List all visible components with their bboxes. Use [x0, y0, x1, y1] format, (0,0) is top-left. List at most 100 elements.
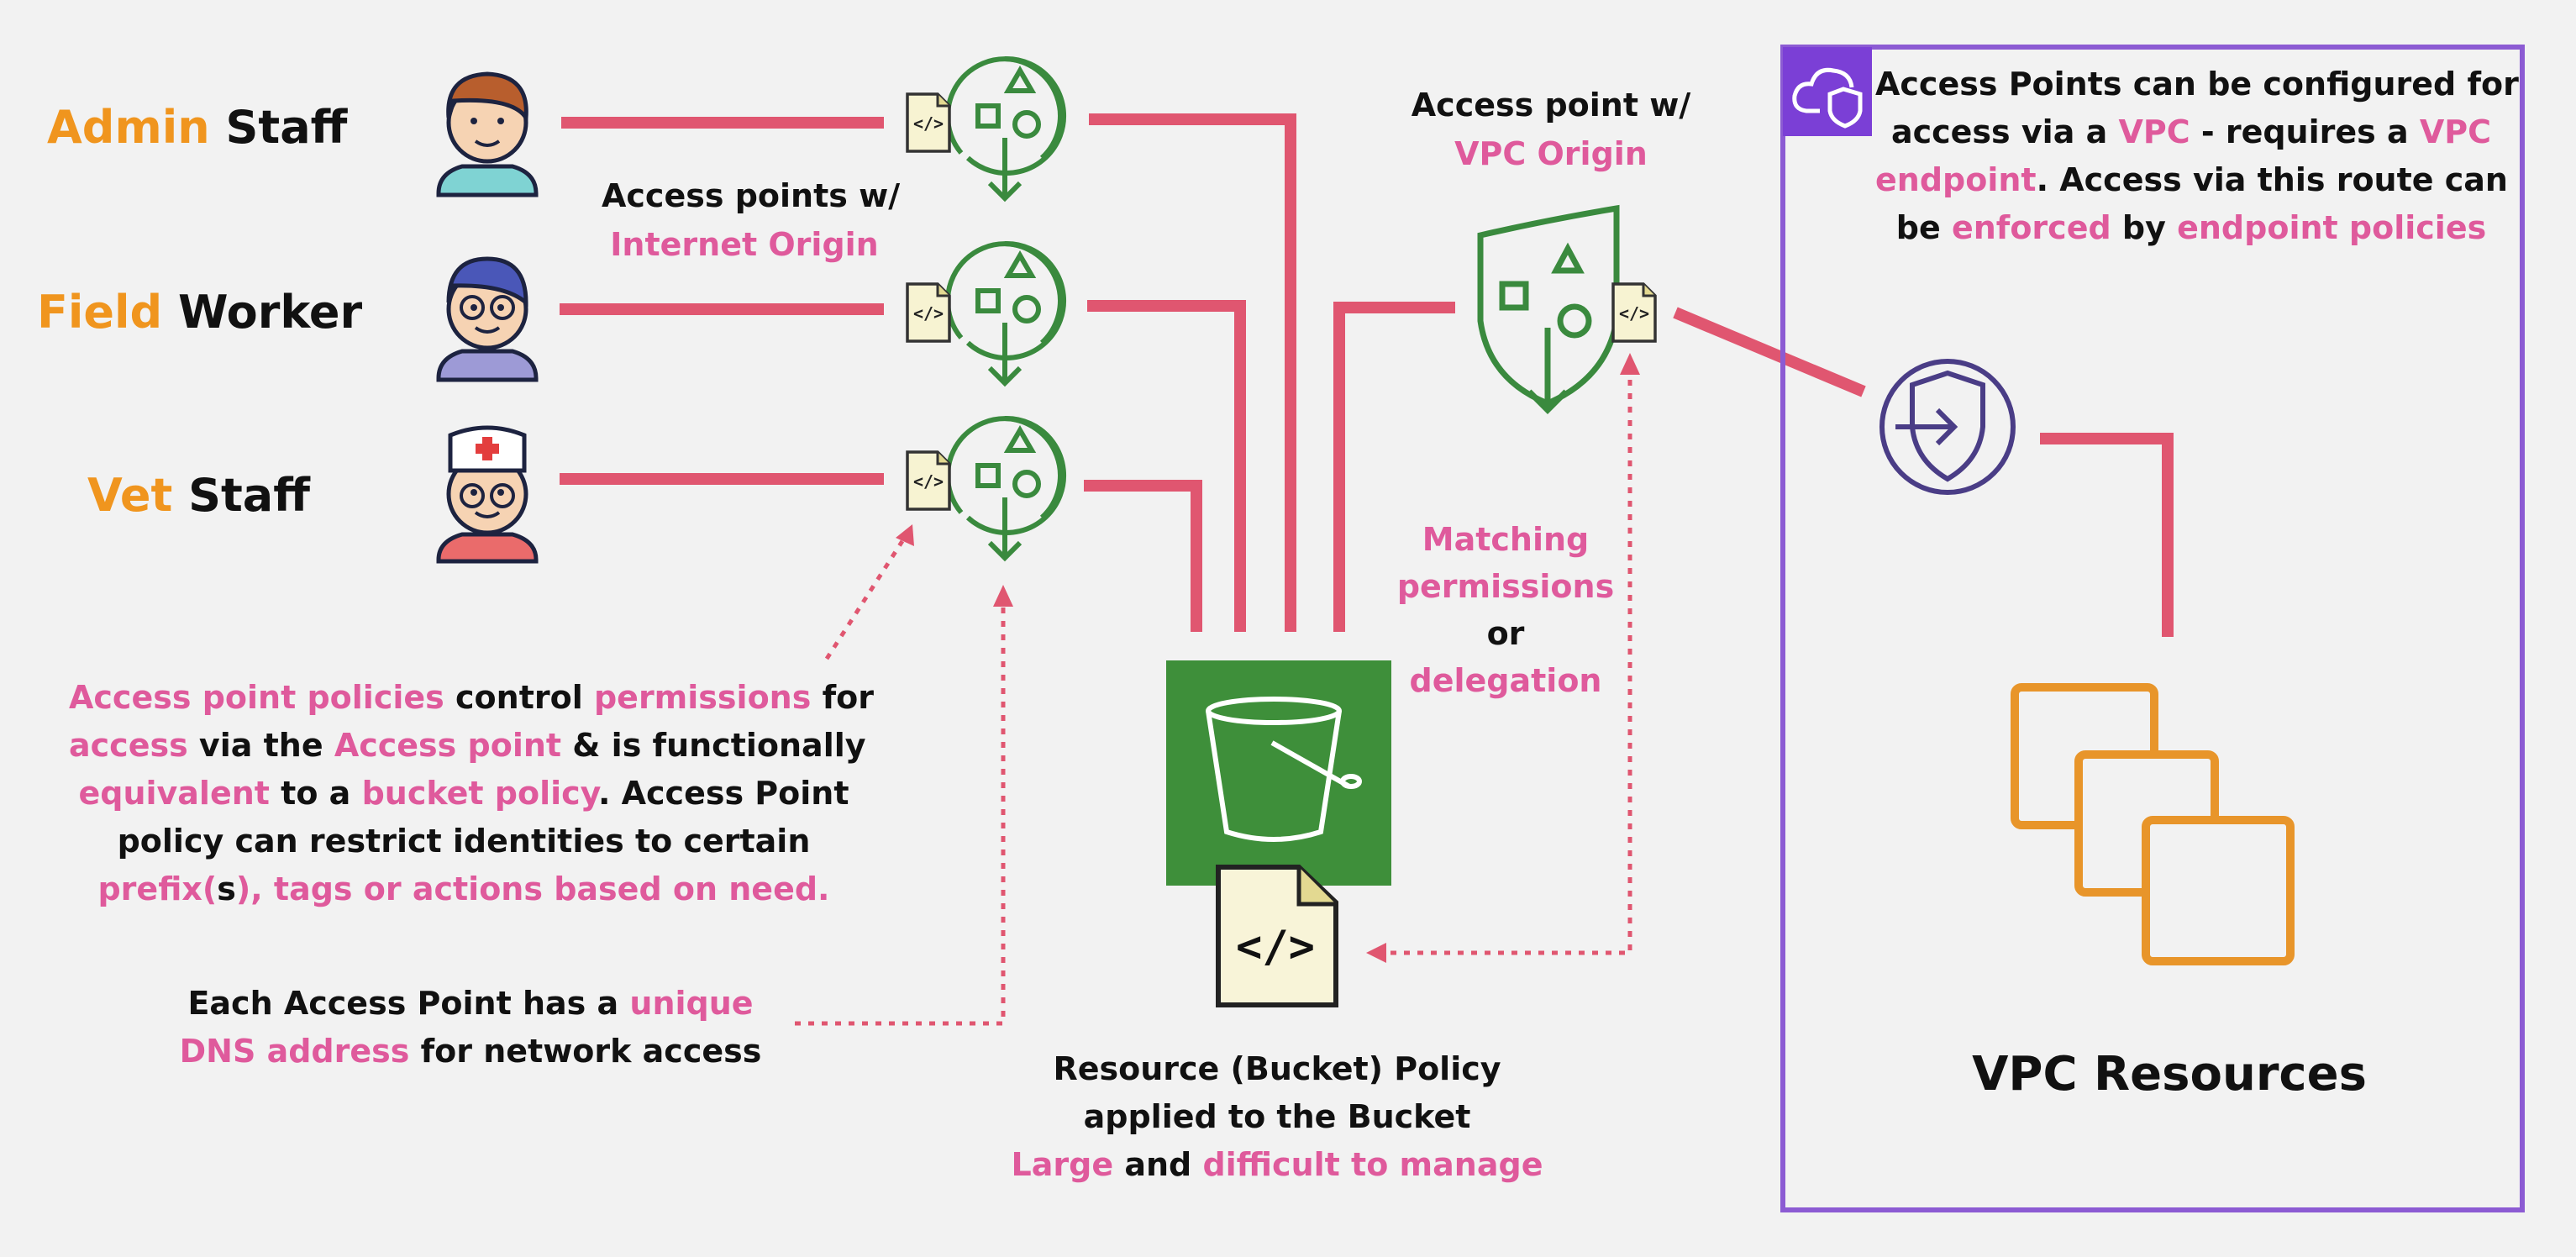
vpc-origin-line2: VPC Origin [1454, 135, 1648, 172]
vpc-note-l4c: by [2111, 209, 2178, 246]
arrowhead-vpc [1620, 353, 1640, 375]
vpc-cloud-icon [1792, 67, 1863, 129]
dotted-arrow-dns [795, 600, 1006, 1026]
policy-note-line1: Access point policies control permission… [69, 674, 874, 722]
policy-doc-icon-2 [906, 282, 951, 343]
connector-vpcap-endpoint [1673, 307, 1866, 397]
vet-avatar [436, 425, 539, 564]
bucket-note-l3b: and [1113, 1146, 1203, 1183]
vpc-note-l2a: access via a [1890, 113, 2119, 150]
vpc-note-line4: be enforced by endpoint policies [1875, 204, 2507, 252]
bucket-note-l3a: Large [1011, 1146, 1114, 1183]
policy-note-l3c: bucket policy [361, 775, 598, 812]
vpc-note-l3b: . Access via this route can [2036, 161, 2508, 198]
s3-bucket-tile [1166, 660, 1391, 886]
dns-note-l2a: DNS address [179, 1033, 410, 1070]
dotted-arrow-policy [824, 539, 905, 660]
vet-staff-label: Vet Staff [87, 469, 310, 522]
matching-permissions-label: Matching permissions or delegation [1390, 516, 1622, 704]
vpc-note-l4d: endpoint policies [2177, 209, 2487, 246]
vpc-note-l2d: VPC [2419, 113, 2492, 150]
admin-avatar [436, 71, 539, 197]
policy-note-line3: equivalent to a bucket policy. Access Po… [69, 770, 859, 818]
policy-note-l3d: . Access Point [597, 775, 849, 812]
bucket-icon [1206, 697, 1362, 842]
dns-note-l1b: unique [629, 985, 754, 1022]
vpc-endpoint-icon [1879, 359, 2016, 495]
policy-note-l2d: & is functionally [561, 727, 866, 764]
connector-ap3-bucket [1084, 480, 1202, 632]
policy-note-l5b: s [217, 870, 236, 907]
connector-vpcap-bucket [1333, 302, 1455, 632]
vpc-policy-doc-icon [1611, 282, 1657, 343]
field-title: Worker [178, 286, 363, 339]
vpc-note-l4a: be [1895, 209, 1952, 246]
dns-note-line2: DNS address for network access [151, 1028, 790, 1076]
vpc-note-line3: endpoint. Access via this route can [1875, 156, 2508, 204]
vpc-boundary [1780, 45, 2525, 1212]
connector-ap2-bucket [1087, 300, 1246, 632]
access-point-icon-1 [948, 59, 1064, 198]
arrowhead-dns [993, 585, 1013, 607]
dns-note: Each Access Point has a unique DNS addre… [151, 980, 790, 1076]
policy-note-l1d: for [811, 679, 874, 716]
vpc-note-l2b: VPC [2118, 113, 2190, 150]
policy-note-line4: policy can restrict identities to certai… [117, 823, 811, 860]
internet-origin-line2: Internet Origin [610, 226, 879, 263]
bucket-note-line3: Large and difficult to manage [966, 1141, 1588, 1189]
vpc-note-l4b: enforced [1951, 209, 2111, 246]
access-point-policy-note: Access point policies control permission… [69, 674, 874, 913]
admin-staff-label: Admin Staff [47, 101, 347, 154]
policy-note-l1b: control [444, 679, 594, 716]
field-worker-label: Field Worker [37, 286, 362, 339]
policy-note-l5a: prefix( [97, 870, 218, 907]
access-point-icon-3 [948, 418, 1064, 558]
policy-note-l1a: Access point policies [69, 679, 444, 716]
policy-note-l2c: Access point [334, 727, 562, 764]
svg-text:</>: </> [1236, 922, 1315, 972]
arrowhead-policy [896, 524, 914, 546]
arrowhead-bucket [1366, 943, 1386, 963]
policy-doc-icon-3 [906, 450, 951, 511]
vpc-note-l3a: endpoint [1875, 161, 2037, 198]
connector-endpoint-resources [2040, 433, 2174, 637]
field-role: Field [37, 286, 163, 339]
vet-title: Staff [188, 469, 310, 522]
dns-note-line1: Each Access Point has a unique [151, 980, 790, 1028]
matching-line1: Matching [1422, 521, 1590, 558]
matching-line3: or [1486, 615, 1525, 652]
internet-origin-label: Access points w/ Internet Origin [602, 171, 901, 269]
vet-role: Vet [87, 469, 173, 522]
bucket-note-l3c: difficult to manage [1202, 1146, 1543, 1183]
vpc-note-l2c: - requires a [2190, 113, 2420, 150]
bucket-policy-note: Resource (Bucket) Policy applied to the … [966, 1045, 1588, 1189]
vpc-note: Access Points can be configured for acce… [1875, 60, 2519, 252]
connector-ap1-bucket [1089, 113, 1296, 632]
policy-note-l5c: ), tags or actions based on need. [235, 870, 830, 907]
bucket-note-line2: applied to the Bucket [1083, 1098, 1471, 1135]
admin-role: Admin [47, 101, 210, 154]
internet-origin-line1: Access points w/ [602, 177, 901, 214]
matching-line4: delegation [1409, 662, 1602, 699]
dns-note-l2b: for network access [409, 1033, 762, 1070]
vpc-access-point-icon [1477, 204, 1620, 414]
vpc-origin-line1: Access point w/ [1411, 87, 1691, 124]
vpc-note-line1: Access Points can be configured for [1875, 66, 2519, 103]
vpc-origin-label: Access point w/ VPC Origin [1401, 81, 1701, 178]
vpc-resources-icon [2011, 683, 2295, 965]
policy-note-l3b: to a [269, 775, 362, 812]
policy-note-l1c: permissions [593, 679, 812, 716]
policy-note-l3a: equivalent [78, 775, 270, 812]
admin-title: Staff [225, 101, 348, 154]
policy-note-line5: prefix(s), tags or actions based on need… [69, 865, 859, 913]
bucket-note-line1: Resource (Bucket) Policy [1053, 1050, 1501, 1087]
matching-line2: permissions [1396, 568, 1615, 605]
access-point-icon-2 [948, 244, 1064, 383]
vpc-resources-label: VPC Resources [1972, 1047, 2367, 1102]
policy-note-l2a: access [69, 727, 188, 764]
bucket-policy-doc-icon: </> [1216, 865, 1338, 1007]
policy-note-line2: access via the Access point & is functio… [69, 722, 866, 770]
field-worker-avatar [436, 256, 539, 382]
vpc-note-line2: access via a VPC - requires a VPC [1875, 108, 2507, 156]
